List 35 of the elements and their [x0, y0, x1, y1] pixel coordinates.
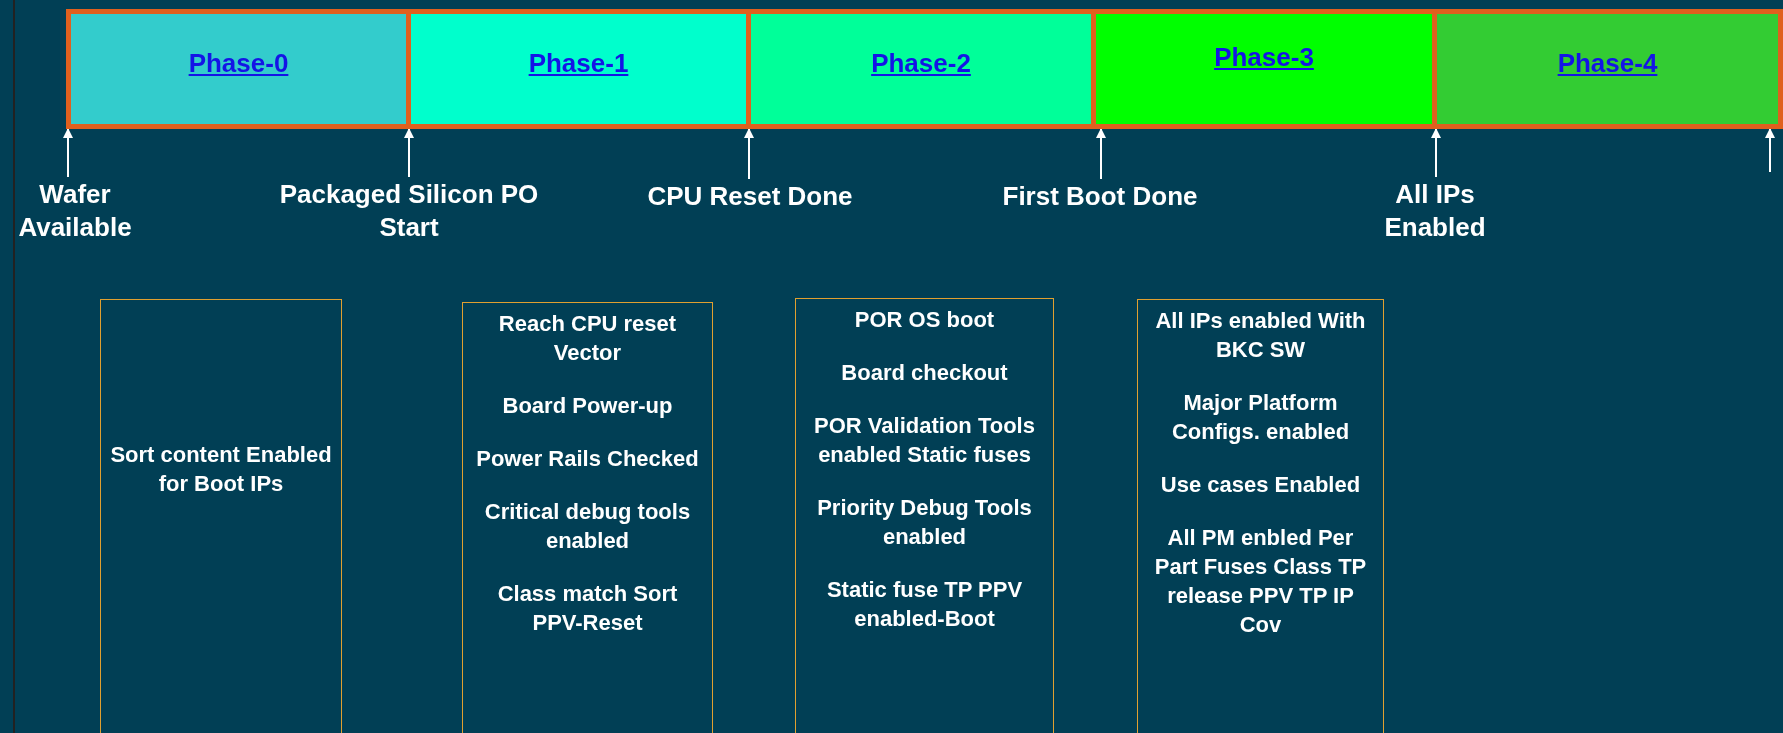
activity-text: Power Rails Checked [476, 445, 699, 473]
arrow [744, 128, 754, 180]
activity-text: Critical debug tools enabled [483, 498, 692, 555]
activity-text: POR Validation Tools enabled Static fuses [813, 412, 1036, 469]
arrow [63, 128, 73, 178]
phase-link: Phase-3 [1214, 42, 1314, 72]
activity-text: All IPs enabled With BKC SW [1154, 307, 1367, 364]
arrow [1765, 128, 1775, 173]
activity-text: Reach CPU reset Vector [497, 310, 678, 367]
activity-box [100, 299, 342, 733]
activity-text: Sort content Enabled for Boot IPs [109, 441, 333, 498]
activity-text: Priority Debug Tools enabled [816, 494, 1033, 551]
activity-box [795, 298, 1054, 733]
milestone-label: Wafer Available [0, 178, 150, 244]
activity-text: Board Power-up [502, 392, 673, 420]
milestone-label: Packaged Silicon PO Start [279, 178, 539, 244]
milestone-label: CPU Reset Done [610, 180, 890, 213]
phase-link: Phase-4 [1557, 48, 1658, 78]
phase-link: Phase-2 [871, 48, 971, 78]
phase-link: Phase-1 [528, 48, 629, 78]
activity-text: POR OS boot [854, 306, 995, 334]
activity-text: Class match Sort PPV-Reset [496, 580, 679, 637]
milestone-label: First Boot Done [960, 180, 1240, 213]
activity-text: Use cases Enabled [1160, 471, 1361, 499]
arrow [1431, 128, 1441, 178]
activity-text: Board checkout [841, 359, 1008, 387]
activity-box [462, 302, 713, 733]
arrow [1096, 128, 1106, 180]
phase-link: Phase-0 [188, 48, 289, 78]
activity-box [1137, 299, 1384, 733]
activity-text: Major Platform Configs. enabled [1170, 389, 1351, 446]
milestone-label: All IPs Enabled [1370, 178, 1500, 244]
activity-text: All PM enbled Per Part Fuses Class TP release PPV TP IP Cov [1153, 524, 1368, 639]
arrow [404, 128, 414, 178]
activity-text: Static fuse TP PPV enabled-Boot [825, 576, 1024, 633]
